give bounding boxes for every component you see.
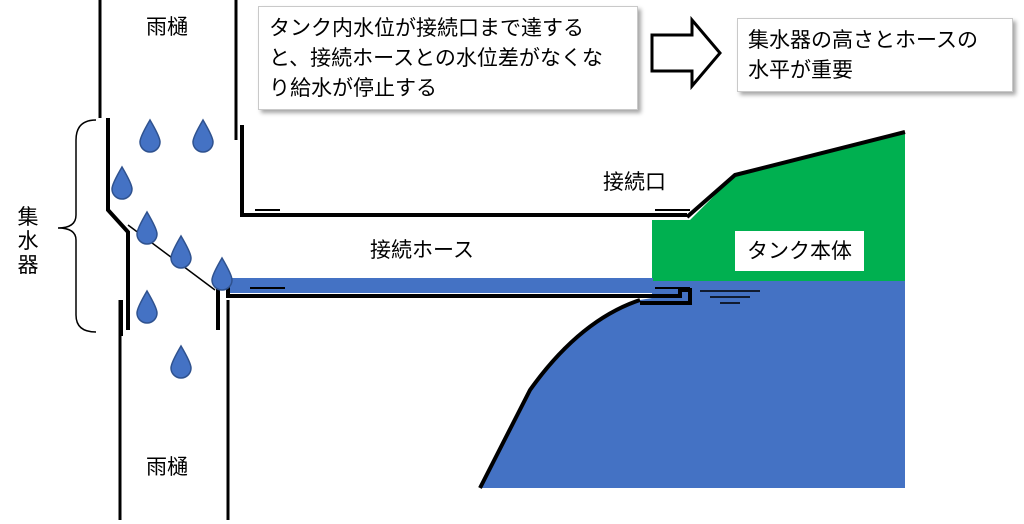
collector-right-wall	[240, 125, 687, 217]
tank-outline	[685, 130, 906, 219]
right-callout: 集水器の高さとホースの 水平が重要	[737, 18, 1013, 92]
raindrop-3	[111, 165, 133, 200]
right-arrow-icon	[650, 15, 722, 91]
raindrop-2	[192, 118, 214, 153]
raindrop-5	[170, 234, 192, 269]
raindrop-1	[139, 118, 161, 153]
connection-port-label: 接続口	[603, 170, 666, 194]
collector-char-3: 器	[17, 253, 39, 277]
raindrop-4	[136, 210, 158, 245]
left-callout: タンク内水位が接続口まで達する と、接続ホースとの水位差がなくな り給水が停止す…	[258, 6, 638, 110]
left-callout-line-1: タンク内水位が接続口まで達する	[269, 16, 584, 40]
downspout-bottom-label: 雨樋	[146, 455, 188, 479]
downspout-top-label: 雨樋	[146, 15, 188, 39]
right-callout-line-1: 集水器の高さとホースの	[748, 28, 978, 52]
collector-char-2: 水	[17, 229, 39, 253]
collector-char-1: 集	[17, 205, 39, 229]
left-callout-line-3: り給水が停止する	[269, 76, 437, 100]
left-callout-line-2: と、接続ホースとの水位差がなくな	[269, 46, 603, 70]
hose-water	[230, 278, 653, 293]
collector-left-wall	[106, 118, 130, 330]
tank-body-label: タンク本体	[735, 231, 864, 271]
collector-label: 集 水 器	[16, 205, 40, 277]
collector-brace	[57, 119, 97, 333]
raindrop-7	[136, 289, 158, 324]
raindrop-8	[170, 344, 192, 379]
tank-outline-lower	[478, 298, 641, 489]
connection-hose-label: 接続ホース	[370, 238, 474, 262]
raindrop-6	[211, 256, 233, 291]
tank-water	[480, 281, 905, 488]
right-callout-line-2: 水平が重要	[748, 58, 853, 82]
